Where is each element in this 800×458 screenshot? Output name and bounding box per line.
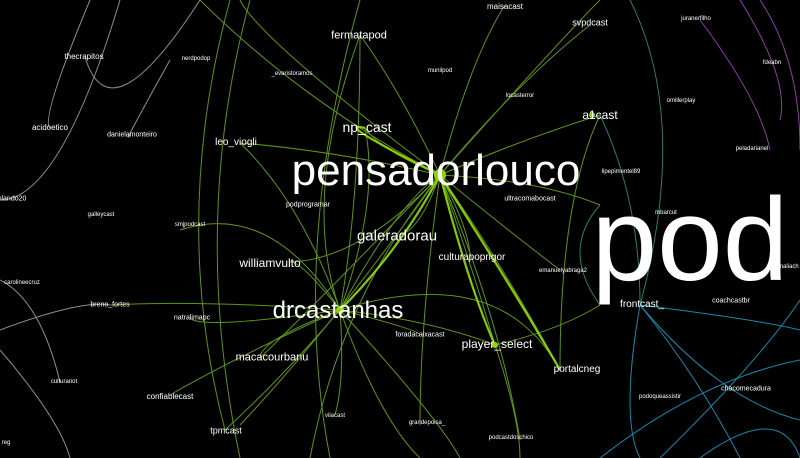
node-nerdpodop[interactable]: nerdpodop xyxy=(181,56,211,62)
node-coachcastbr[interactable]: coachcastbr xyxy=(712,297,750,305)
node-peladarianel[interactable]: peladarianel xyxy=(735,146,769,152)
node-williamvulto[interactable]: williamvulto xyxy=(239,256,301,270)
node-culturanot[interactable]: culturanot xyxy=(50,379,78,385)
node-smjpodcast[interactable]: smjpodcast xyxy=(174,222,206,228)
node-portalcneg[interactable]: portalcneg xyxy=(553,364,601,375)
node-omillerplay[interactable]: omillerplay xyxy=(666,98,696,104)
node-podoqueassistir[interactable]: podoqueassistir xyxy=(638,394,682,400)
node-chacomecadura[interactable]: chacomecadura xyxy=(721,385,771,393)
node-dot-drcastanhas[interactable] xyxy=(336,306,344,314)
node-maisacast[interactable]: maisacast xyxy=(486,2,524,11)
node-acidoetico[interactable]: acidoetico xyxy=(31,123,69,132)
node-galeradorau[interactable]: galeradorau xyxy=(356,227,438,245)
node-tpmcast[interactable]: tpmcast xyxy=(210,425,242,436)
node-ultracomabocast[interactable]: ultracomabocast xyxy=(504,195,556,203)
node-grandepoisa[interactable]: grandepoisa_ xyxy=(408,420,446,426)
teal-edge-group xyxy=(579,0,664,306)
node-frontcast[interactable]: frontcast_ xyxy=(620,299,664,310)
node-dot-pensadorlouco[interactable] xyxy=(434,169,446,181)
node-a1cast[interactable]: a1cast xyxy=(582,108,618,122)
node-pensadorlouco[interactable]: pensadorlouco xyxy=(291,146,581,195)
node-culturapoprigor[interactable]: culturapoprigor xyxy=(438,252,506,263)
purple-edge-group xyxy=(699,0,800,151)
node-pod[interactable]: pod xyxy=(591,174,789,306)
node-jomaliach[interactable]: jomaliach xyxy=(773,264,799,270)
node-danielamonteiro[interactable]: danielamonteiro xyxy=(107,131,157,139)
node-drcastanhas[interactable]: drcastanhas xyxy=(272,297,404,324)
node-player-select[interactable]: player_select xyxy=(461,337,533,351)
node-np-cast[interactable]: np_cast xyxy=(342,119,392,135)
node-carolineecruz[interactable]: carolineecruz xyxy=(4,280,40,286)
node-foradacaixacast[interactable]: foradacaixacast xyxy=(395,331,445,339)
node-podprogramar[interactable]: podprogramar xyxy=(286,201,330,209)
node-locasterror[interactable]: locasterror xyxy=(505,93,535,99)
pink-edge-group xyxy=(0,0,201,458)
node-svpdcast[interactable]: svpdcast xyxy=(572,17,608,28)
node-galleycast[interactable]: galleycast xyxy=(87,212,115,218)
node-dot-a1cast[interactable] xyxy=(589,112,595,118)
node-evaristoramos[interactable]: _evaristoramos xyxy=(271,71,313,77)
node-vilacast[interactable]: vilacast xyxy=(324,413,346,419)
node-mbarcut[interactable]: mbarcut xyxy=(655,210,677,216)
node-plando20[interactable]: plando20 xyxy=(0,195,27,203)
node-natralimapc[interactable]: natralimapc xyxy=(173,314,211,322)
node-edge-reg[interactable]: reg xyxy=(1,440,11,446)
node-fdeabn[interactable]: fdeabn xyxy=(762,60,782,66)
node-juranerfilho[interactable]: juranerfilho xyxy=(681,16,711,22)
node-emanuelyabraga2[interactable]: emanuelyabraga2 xyxy=(538,268,588,274)
node-leo-viogli[interactable]: leo_viogli xyxy=(215,137,257,148)
node-podcastdoschico[interactable]: podcastdoschico xyxy=(488,435,534,441)
node-macacourbanu[interactable]: macacourbanu xyxy=(235,351,309,364)
node-brenofortes[interactable]: breno_fortes xyxy=(90,301,130,309)
blue-edge-group xyxy=(599,299,800,458)
green-strong-edges xyxy=(339,125,561,371)
node-dot-player-select[interactable] xyxy=(492,342,498,348)
green-edge-group xyxy=(109,0,601,458)
node-confiablecast[interactable]: confiablecast xyxy=(146,392,194,401)
node-fermatapod[interactable]: fermatapod xyxy=(331,29,387,42)
node-thecrapitos[interactable]: thecrapitos xyxy=(64,52,104,61)
node-munilpod[interactable]: munilpod xyxy=(427,68,453,74)
node-lipepimentel89[interactable]: lipepimentel89 xyxy=(601,169,641,175)
